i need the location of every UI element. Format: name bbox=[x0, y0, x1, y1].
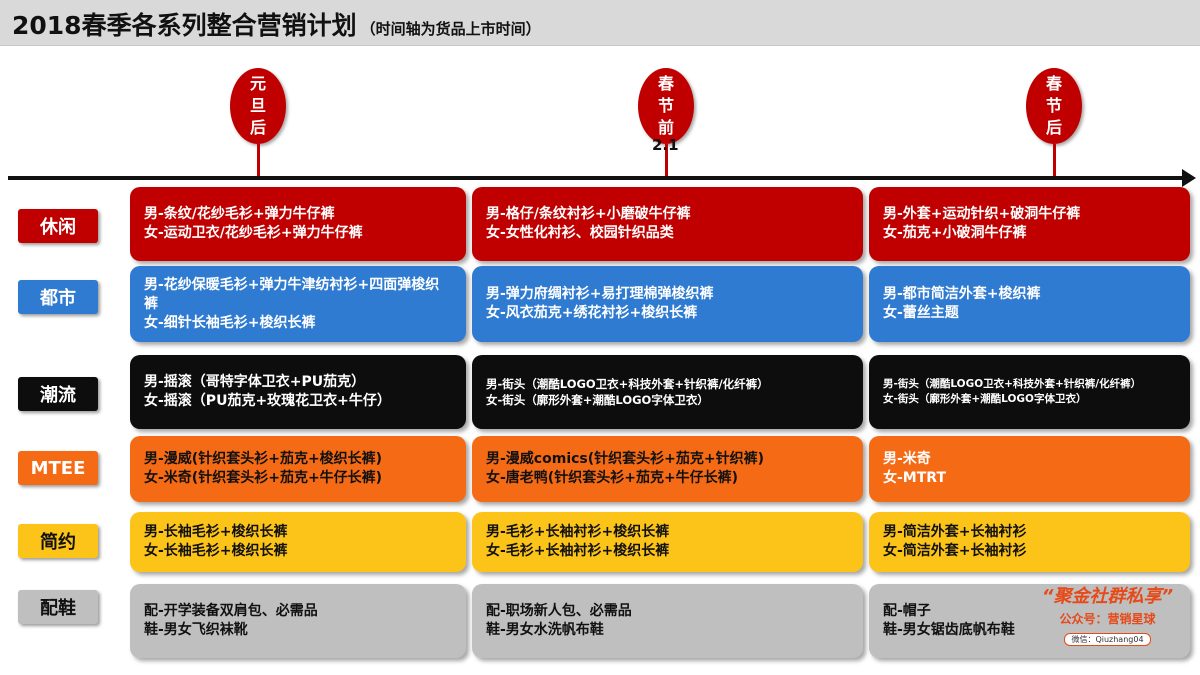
plan-cell: 男-花纱保暖毛衫+弹力牛津纺衬衫+四面弹梭织裤 女-细针长袖毛衫+梭织长裤 bbox=[130, 266, 466, 342]
cell-line: 男-外套+运动针织+破洞牛仔裤 bbox=[883, 206, 1081, 222]
timeline-axis bbox=[8, 176, 1188, 180]
plan-cell: 男-漫威comics(针织套头衫+茄克+针织裤) 女-唐老鸭(针织套头衫+茄克+… bbox=[472, 436, 863, 502]
plan-cell: 男-米奇 女-MTRT bbox=[869, 436, 1190, 502]
plan-cell: 男-毛衫+长袖衬衫+梭织长裤 女-毛衫+长袖衬衫+梭织长裤 bbox=[472, 512, 863, 572]
page-subtitle: （时间轴为货品上市时间） bbox=[360, 20, 541, 38]
cell-line: 男-花纱保暖毛衫+弹力牛津纺衬衫+四面弹梭织裤 bbox=[144, 276, 440, 312]
cell-line: 男-条纹/花纱毛衫+弹力牛仔裤 bbox=[144, 206, 335, 222]
timeline-marker-1: 元旦后 bbox=[230, 68, 290, 176]
cell-line: 鞋-男女水洗帆布鞋 bbox=[486, 622, 604, 638]
cell-line: 男-街头（潮酷LOGO卫衣+科技外套+针织裤/化纤裤） bbox=[883, 378, 1142, 390]
cell-line: 女-摇滚（PU茄克+玫瑰花卫衣+牛仔） bbox=[144, 393, 391, 409]
plan-cell: 男-弹力府绸衬衫+易打理棉弹梭织裤 女-风衣茄克+绣花衬衫+梭织长裤 bbox=[472, 266, 863, 342]
row-label-mtee: MTEE bbox=[18, 451, 98, 485]
row-label-trend: 潮流 bbox=[18, 377, 98, 411]
marker-date-note: 2.1 bbox=[652, 136, 679, 154]
plan-cell: 配-开学装备双肩包、必需品 鞋-男女飞织袜靴 bbox=[130, 584, 466, 658]
marker-circle: 元旦后 bbox=[230, 68, 286, 144]
marker-label: 春节后 bbox=[1045, 74, 1062, 137]
cell-line: 男-摇滚（哥特字体卫衣+PU茄克） bbox=[144, 374, 366, 390]
cell-line: 女-蕾丝主题 bbox=[883, 305, 959, 321]
timeline-arrow-icon bbox=[1182, 169, 1196, 187]
cell-line: 男-毛衫+长袖衬衫+梭织长裤 bbox=[486, 524, 670, 540]
plan-cell: 男-外套+运动针织+破洞牛仔裤 女-茄克+小破洞牛仔裤 bbox=[869, 187, 1190, 261]
cell-line: 女-女性化衬衫、校园针织品类 bbox=[486, 225, 674, 241]
cell-line: 男-简洁外套+长袖衬衫 bbox=[883, 524, 1027, 540]
cell-line: 女-运动卫衣/花纱毛衫+弹力牛仔裤 bbox=[144, 225, 363, 241]
watermark-subtitle: 公众号：营销星球 bbox=[1059, 612, 1156, 626]
cell-line: 女-唐老鸭(针织套头衫+茄克+牛仔长裤) bbox=[486, 470, 739, 486]
marker-stem bbox=[257, 144, 260, 176]
cell-line: 配-帽子 bbox=[883, 603, 931, 619]
timeline-marker-3: 春节后 bbox=[1026, 68, 1086, 176]
plan-cell: 男-都市简洁外套+梭织裤 女-蕾丝主题 bbox=[869, 266, 1190, 342]
cell-line: 鞋-男女飞织袜靴 bbox=[144, 622, 248, 638]
cell-line: 男-漫威(针织套头衫+茄克+梭织长裤) bbox=[144, 451, 383, 467]
marker-stem bbox=[665, 144, 668, 176]
cell-line: 男-都市简洁外套+梭织裤 bbox=[883, 286, 1041, 302]
cell-line: 配-开学装备双肩包、必需品 bbox=[144, 603, 318, 619]
cell-line: 女-长袖毛衫+梭织长裤 bbox=[144, 543, 288, 559]
cell-line: 男-漫威comics(针织套头衫+茄克+针织裤) bbox=[486, 451, 765, 467]
cell-line: 女-细针长袖毛衫+梭织长裤 bbox=[144, 314, 316, 331]
cell-line: 男-米奇 bbox=[883, 451, 931, 467]
cell-line: 女-毛衫+长袖衬衫+梭织长裤 bbox=[486, 543, 670, 559]
cell-line: 男-长袖毛衫+梭织长裤 bbox=[144, 524, 288, 540]
plan-cell: 男-摇滚（哥特字体卫衣+PU茄克） 女-摇滚（PU茄克+玫瑰花卫衣+牛仔） bbox=[130, 355, 466, 429]
watermark: “聚金社群私享” 公众号：营销星球 微信：Qiuzhang04 bbox=[1020, 582, 1195, 646]
plan-cell: 男-长袖毛衫+梭织长裤 女-长袖毛衫+梭织长裤 bbox=[130, 512, 466, 572]
cell-line: 女-MTRT bbox=[883, 470, 946, 486]
cell-line: 女-米奇(针织套头衫+茄克+牛仔长裤) bbox=[144, 470, 383, 486]
cell-line: 鞋-男女锯齿底帆布鞋 bbox=[883, 622, 1015, 638]
row-label-simple: 简约 bbox=[18, 524, 98, 558]
timeline-marker-2: 春节前 2.1 bbox=[638, 68, 698, 176]
plan-cell: 男-漫威(针织套头衫+茄克+梭织长裤) 女-米奇(针织套头衫+茄克+牛仔长裤) bbox=[130, 436, 466, 502]
cell-line: 女-茄克+小破洞牛仔裤 bbox=[883, 225, 1027, 241]
row-label-casual: 休闲 bbox=[18, 209, 98, 243]
marker-stem bbox=[1053, 144, 1056, 176]
marker-circle: 春节前 bbox=[638, 68, 694, 144]
marker-label: 元旦后 bbox=[249, 74, 266, 137]
cell-line: 女-街头（廓形外套+潮酷LOGO字体卫衣） bbox=[883, 393, 1087, 405]
watermark-title: “聚金社群私享” bbox=[1041, 586, 1174, 607]
plan-cell: 男-条纹/花纱毛衫+弹力牛仔裤 女-运动卫衣/花纱毛衫+弹力牛仔裤 bbox=[130, 187, 466, 261]
cell-line: 配-职场新人包、必需品 bbox=[486, 603, 632, 619]
title-bar: 2018春季各系列整合营销计划（时间轴为货品上市时间） bbox=[0, 0, 1200, 46]
cell-line: 女-街头（廓形外套+潮酷LOGO字体卫衣） bbox=[486, 393, 709, 407]
watermark-id: 微信：Qiuzhang04 bbox=[1064, 633, 1151, 646]
cell-line: 男-格仔/条纹衬衫+小磨破牛仔裤 bbox=[486, 206, 691, 222]
page-title: 2018春季各系列整合营销计划 bbox=[12, 11, 357, 40]
marker-label: 春节前 bbox=[657, 74, 674, 137]
cell-line: 男-街头（潮酷LOGO卫衣+科技外套+针织裤/化纤裤） bbox=[486, 377, 769, 391]
plan-cell: 男-街头（潮酷LOGO卫衣+科技外套+针织裤/化纤裤） 女-街头（廓形外套+潮酷… bbox=[869, 355, 1190, 429]
cell-line: 女-风衣茄克+绣花衬衫+梭织长裤 bbox=[486, 305, 698, 321]
plan-cell: 配-职场新人包、必需品 鞋-男女水洗帆布鞋 bbox=[472, 584, 863, 658]
plan-cell: 男-街头（潮酷LOGO卫衣+科技外套+针织裤/化纤裤） 女-街头（廓形外套+潮酷… bbox=[472, 355, 863, 429]
cell-line: 女-简洁外套+长袖衬衫 bbox=[883, 543, 1027, 559]
plan-cell: 男-格仔/条纹衬衫+小磨破牛仔裤 女-女性化衬衫、校园针织品类 bbox=[472, 187, 863, 261]
row-label-urban: 都市 bbox=[18, 280, 98, 314]
marker-circle: 春节后 bbox=[1026, 68, 1082, 144]
plan-cell: 男-简洁外套+长袖衬衫 女-简洁外套+长袖衬衫 bbox=[869, 512, 1190, 572]
row-label-accessories: 配鞋 bbox=[18, 590, 98, 624]
cell-line: 男-弹力府绸衬衫+易打理棉弹梭织裤 bbox=[486, 286, 714, 302]
